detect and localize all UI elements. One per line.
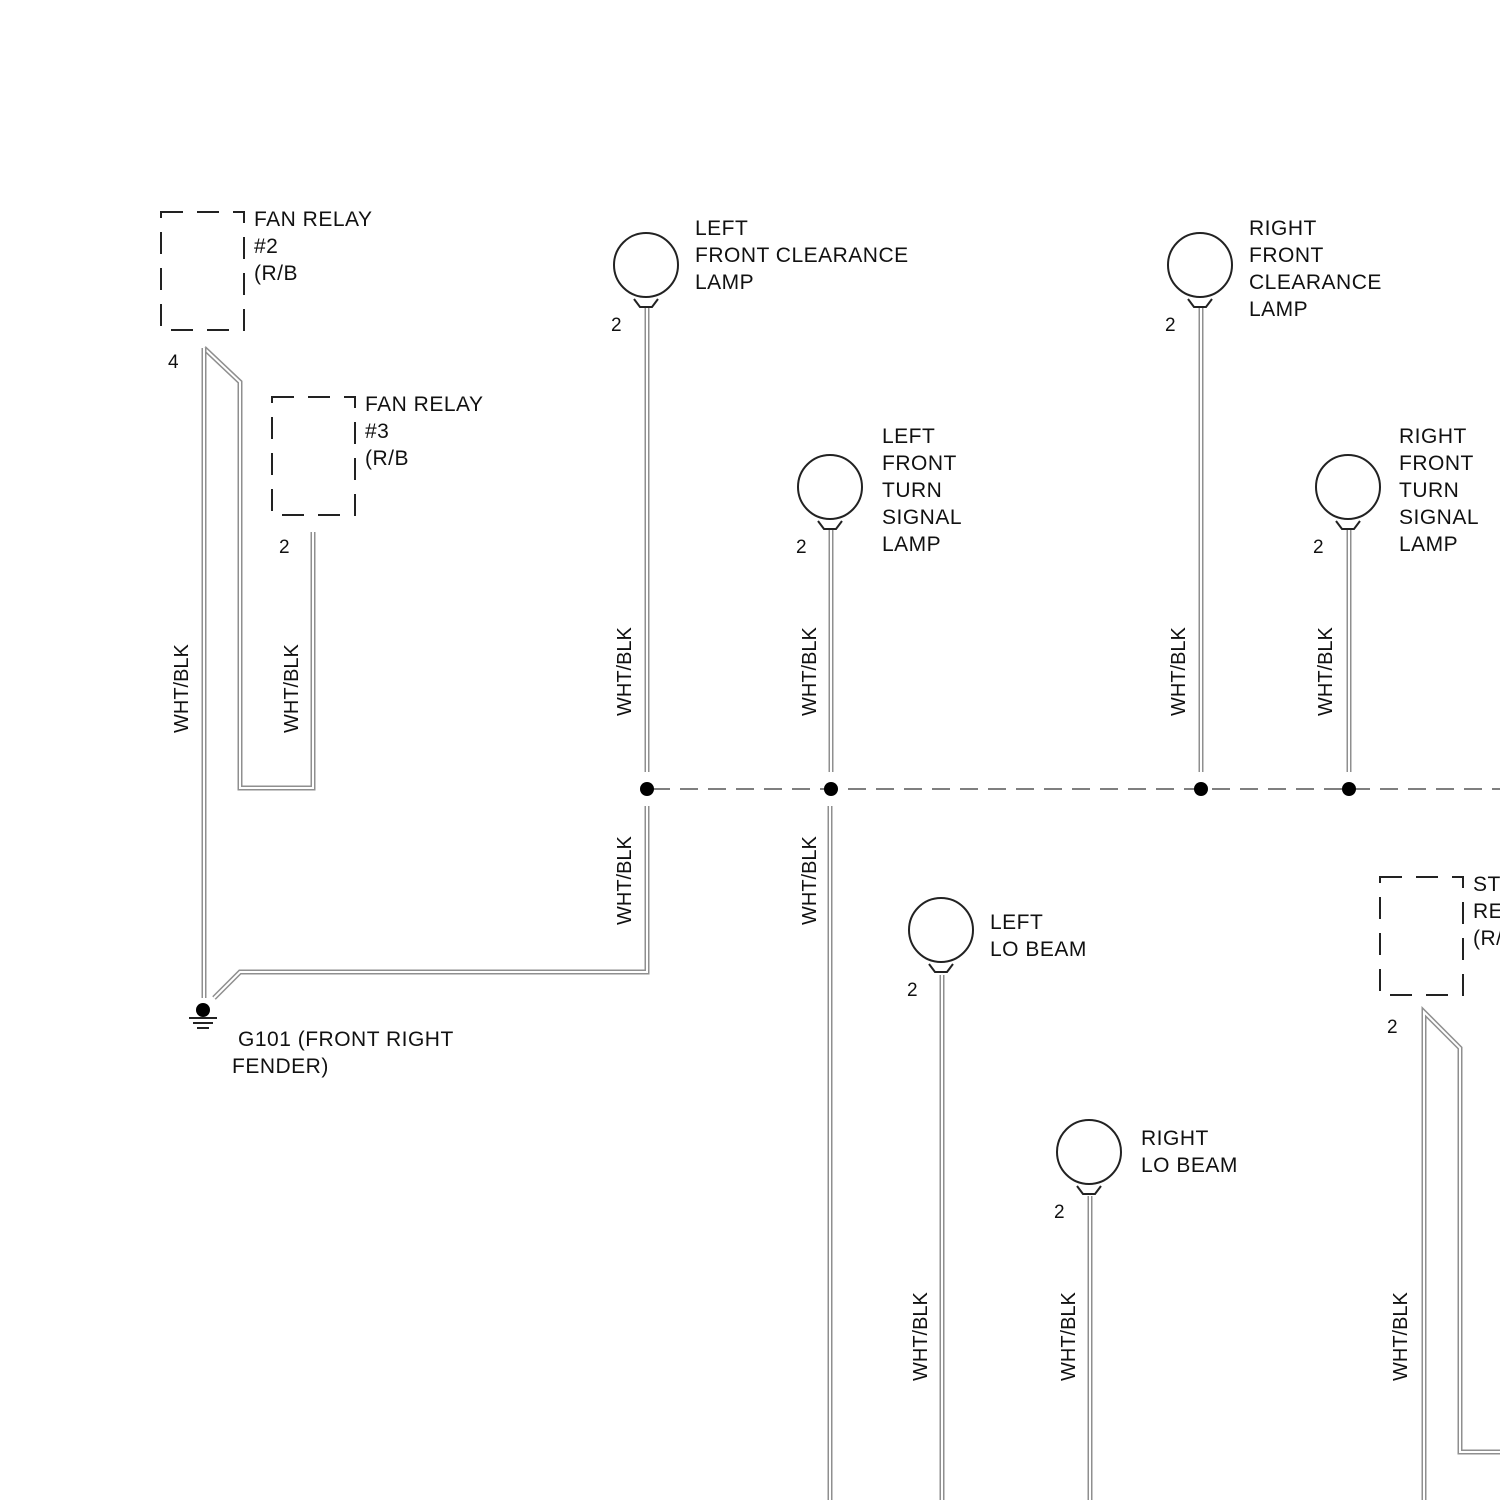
pin-number: 2 (1054, 1202, 1065, 1223)
lamp-right-lo-beam: 2 RIGHT LO BEAM (1054, 1120, 1238, 1223)
lamp-label-line: RIGHT (1249, 217, 1317, 240)
pin-number: 4 (168, 352, 179, 373)
lamp-label-line: LEFT (990, 911, 1043, 934)
wire-color-label: WHT/BLK (281, 643, 303, 733)
ground-g101: G101 (FRONT RIGHT FENDER) (189, 1003, 454, 1078)
lamp-bulb-icon (909, 898, 973, 962)
lamp-label-line: RIGHT (1399, 425, 1467, 448)
lamp-bulb-icon (614, 233, 678, 297)
relay-label-line: (R/B (254, 262, 298, 285)
lamp-label-line: LO BEAM (990, 938, 1087, 961)
lamp-label-line: FRONT (882, 452, 957, 475)
wire-color-label: WHT/BLK (910, 1291, 932, 1381)
wire-color-label: WHT/BLK (1315, 626, 1337, 716)
splice-point (1194, 782, 1208, 796)
lamp-left-lo-beam: 2 LEFT LO BEAM (907, 898, 1087, 1001)
relay-label-line: (R/ (1473, 927, 1500, 950)
lamp-label-line: LAMP (882, 533, 941, 556)
lamp-bulb-icon (1057, 1120, 1121, 1184)
relay-label-line: RE (1473, 900, 1500, 923)
wire-st-relay (1424, 1012, 1500, 1500)
pin-number: 2 (796, 537, 807, 558)
pin-number: 2 (279, 537, 290, 558)
wire-color-label: WHT/BLK (1390, 1291, 1412, 1381)
ground-label-line: FENDER) (232, 1055, 329, 1078)
wire-color-label: WHT/BLK (614, 835, 636, 925)
lamp-bulb-icon (1316, 455, 1380, 519)
wire-color-label: WHT/BLK (1168, 626, 1190, 716)
lamp-label-line: LAMP (695, 271, 754, 294)
lamp-left-front-turn-signal: 2 LEFT FRONT TURN SIGNAL LAMP (796, 425, 962, 558)
lamp-label-line: LEFT (695, 217, 748, 240)
lamp-left-front-clearance: 2 LEFT FRONT CLEARANCE LAMP (611, 217, 909, 336)
lamp-label-line: TURN (882, 479, 942, 502)
pin-number: 2 (1387, 1017, 1398, 1038)
lamp-label-line: LAMP (1249, 298, 1308, 321)
lamp-label-line: SIGNAL (1399, 506, 1479, 529)
relay-label-line: #3 (365, 420, 389, 443)
pin-number: 2 (1313, 537, 1324, 558)
wire-color-labels: WHT/BLK WHT/BLK WHT/BLK WHT/BLK WHT/BLK … (171, 626, 1412, 1381)
splice-point (640, 782, 654, 796)
relay-label-line: #2 (254, 235, 278, 258)
lamp-label-line: LEFT (882, 425, 935, 448)
lamp-right-front-turn-signal: 2 RIGHT FRONT TURN SIGNAL LAMP (1313, 425, 1479, 558)
ground-splice-point (196, 1003, 210, 1017)
relay-fan-relay-3: FAN RELAY #3 (R/B 2 (272, 393, 483, 558)
splice-point (1342, 782, 1356, 796)
lamp-bulb-icon (798, 455, 862, 519)
pin-number: 2 (611, 315, 622, 336)
wire-color-label: WHT/BLK (614, 626, 636, 716)
lamp-label-line: FRONT CLEARANCE (695, 244, 909, 267)
wire-color-label: WHT/BLK (171, 643, 193, 733)
lamp-label-line: TURN (1399, 479, 1459, 502)
lamp-label-line: LAMP (1399, 533, 1458, 556)
lamp-label-line: RIGHT (1141, 1127, 1209, 1150)
wire-ground-to-splice (214, 806, 647, 998)
pin-number: 2 (1165, 315, 1176, 336)
pin-number: 2 (907, 980, 918, 1001)
lamp-bulb-icon (1168, 233, 1232, 297)
lamp-label-line: FRONT (1399, 452, 1474, 475)
lamp-label-line: FRONT (1249, 244, 1324, 267)
relay-label-line: FAN RELAY (365, 393, 483, 416)
splice-point (824, 782, 838, 796)
lamp-label-line: SIGNAL (882, 506, 962, 529)
relay-fan-relay-2: FAN RELAY #2 (R/B 4 (161, 208, 372, 373)
ground-label-line: G101 (FRONT RIGHT (238, 1028, 454, 1051)
relay-label-line: (R/B (365, 447, 409, 470)
wire-color-label: WHT/BLK (1058, 1291, 1080, 1381)
lamp-label-line: LO BEAM (1141, 1154, 1238, 1177)
relay-label-line: ST (1473, 873, 1500, 896)
relay-st-relay: ST RE (R/ 2 (1380, 873, 1500, 1038)
wire-color-label: WHT/BLK (799, 835, 821, 925)
lamp-right-front-clearance: 2 RIGHT FRONT CLEARANCE LAMP (1165, 217, 1382, 336)
lamp-label-line: CLEARANCE (1249, 271, 1382, 294)
relay-label-line: FAN RELAY (254, 208, 372, 231)
wire-color-label: WHT/BLK (799, 626, 821, 716)
